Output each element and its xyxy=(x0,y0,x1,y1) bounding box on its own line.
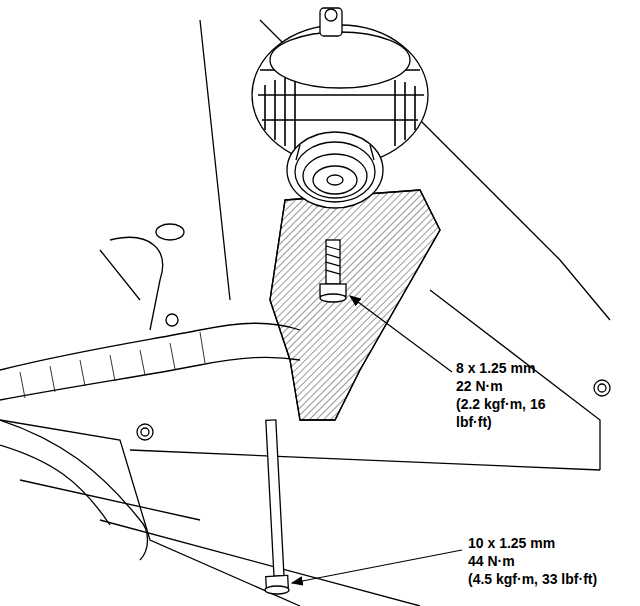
torque-spec: (2.2 kgf·m, 16 lbf·ft) xyxy=(456,395,552,431)
torque-spec: 44 N·m xyxy=(468,552,515,570)
torque-spec: (4.5 kgf·m, 33 lbf·ft) xyxy=(468,570,597,588)
torque-spec: 8 x 1.25 mm xyxy=(456,359,535,377)
torque-spec: 22 N·m xyxy=(456,377,503,395)
torque-spec: 10 x 1.25 mm xyxy=(468,534,555,552)
